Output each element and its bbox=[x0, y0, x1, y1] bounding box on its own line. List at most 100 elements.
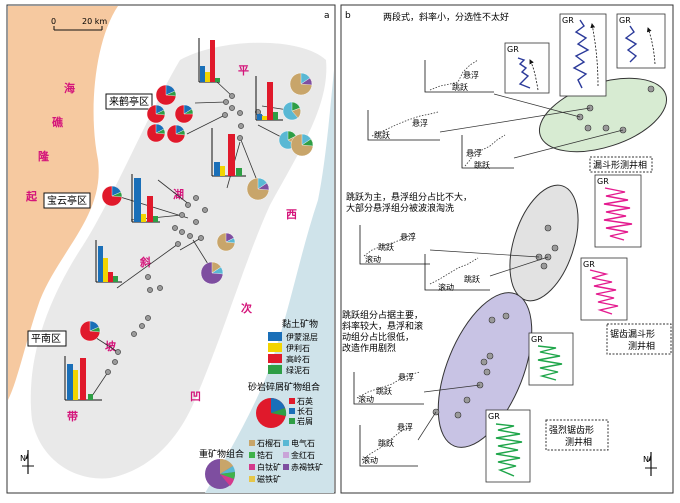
region-pingnan: 平南区 bbox=[31, 332, 61, 345]
legend-clay-illite-smectite: 伊蒙混层 bbox=[286, 332, 318, 342]
legend-heavy-zircon: 锆石 bbox=[257, 450, 273, 460]
panel-b-letter: b bbox=[345, 11, 351, 21]
legend-sand-lithic: 岩屑 bbox=[297, 416, 313, 426]
plot2-float: 悬浮 bbox=[412, 118, 428, 128]
heavy-pie-1 bbox=[289, 72, 313, 96]
sand-pie-2 bbox=[146, 104, 166, 124]
gr-label-4: GR bbox=[597, 177, 609, 186]
sand-pie-5 bbox=[166, 124, 186, 144]
note-bot-4: 改造作用剧烈 bbox=[342, 342, 396, 354]
sand-pie-3 bbox=[174, 104, 194, 124]
uplift-char-3: 隆 bbox=[38, 149, 50, 163]
slope-char-1: 平 bbox=[238, 64, 249, 77]
north-label-a: N bbox=[20, 454, 26, 463]
uplift-char-4: 起 bbox=[25, 189, 38, 203]
plot5-roll: 滚动 bbox=[438, 282, 454, 292]
note-bot-3: 动组分占比很低， bbox=[342, 331, 414, 343]
plot6-jump: 跳跃 bbox=[376, 386, 392, 396]
facies-ellipse-serrated-funnel bbox=[509, 184, 579, 302]
heavy-pie-5 bbox=[200, 261, 224, 285]
gr-log-1: GR bbox=[504, 42, 550, 94]
facies-label-serrated-funnel-2: 测井相 bbox=[628, 340, 655, 352]
plot4-jump: 跳跃 bbox=[378, 242, 394, 252]
plot4-float: 悬浮 bbox=[400, 232, 416, 242]
legend-heavy-pie bbox=[205, 458, 236, 489]
gr-label-7: GR bbox=[488, 412, 500, 421]
plot1-float: 悬浮 bbox=[463, 70, 479, 80]
slope-char-5: 带 bbox=[67, 409, 78, 423]
slope-char-2: 湖 bbox=[173, 187, 184, 201]
slope-char-4: 坡 bbox=[105, 339, 117, 353]
sand-pie-7 bbox=[79, 320, 101, 342]
heavy-pie-3 bbox=[246, 177, 270, 201]
legend-heavy-magnetite: 磁铁矿 bbox=[257, 474, 281, 484]
clay-bar-chart-6 bbox=[64, 356, 102, 401]
clay-bar-chart-1 bbox=[198, 38, 220, 83]
scale-zero: 0 bbox=[51, 17, 56, 26]
note-bot-1: 跳跃组分占据主要， bbox=[342, 309, 423, 321]
facies-box-funnel bbox=[589, 156, 653, 173]
gr-label-1: GR bbox=[507, 45, 519, 54]
clay-bar-chart-4 bbox=[131, 174, 160, 223]
plot6-roll: 滚动 bbox=[358, 394, 374, 404]
note-top: 两段式，斜率小，分选性不太好 bbox=[383, 11, 509, 23]
gr-log-2: GR bbox=[559, 13, 607, 97]
prob-plots bbox=[353, 59, 514, 467]
gr-log-6: GR bbox=[528, 332, 574, 386]
scale-text: 20 km bbox=[82, 17, 107, 26]
clay-bar-chart-5 bbox=[95, 240, 122, 283]
connector-lines bbox=[417, 93, 624, 441]
uplift-char-1: 海 bbox=[64, 81, 75, 95]
sand-pie-6 bbox=[101, 185, 123, 207]
gr-label-3: GR bbox=[619, 16, 631, 25]
legend-clay-title: 黏土矿物 bbox=[282, 318, 318, 330]
region-laiheting: 来鹤亭区 bbox=[109, 95, 149, 108]
region-box-baoyunting bbox=[43, 192, 91, 209]
panel-a: a 0 20 km 海 礁 隆 起 平 湖 斜 坡 带 西 次 凹 bbox=[6, 4, 336, 494]
panel-b: b 两段式，斜率小，分选性不太好 跳跃为主，悬浮组分占比不大， 大部分悬浮组分被… bbox=[340, 4, 674, 494]
slope-char-3: 斜 bbox=[139, 255, 151, 269]
plot3-float: 悬浮 bbox=[466, 148, 482, 158]
legend: 黏土矿物 伊蒙混层 伊利石 高岭石 绿泥石 砂岩碎屑矿物组合 石英 长石 岩屑 … bbox=[199, 318, 323, 489]
slope-area bbox=[30, 42, 327, 479]
plot7-roll: 滚动 bbox=[362, 455, 378, 465]
legend-sand-pie bbox=[256, 398, 287, 428]
facies-label-strong-serrated-2: 测井相 bbox=[565, 436, 592, 448]
gr-label-2: GR bbox=[562, 16, 574, 25]
plot6-float: 悬浮 bbox=[398, 372, 414, 382]
legend-heavy-limonite: 赤褐铁矿 bbox=[291, 462, 323, 472]
plot5-jump: 跳跃 bbox=[464, 274, 480, 284]
gr-label-6: GR bbox=[531, 335, 543, 344]
note-mid-2: 大部分悬浮组分被波浪淘洗 bbox=[346, 202, 454, 214]
scale-bar: 0 20 km bbox=[51, 17, 107, 31]
plot3-jump: 跳跃 bbox=[474, 160, 490, 170]
legend-sand-title: 砂岩碎屑矿物组合 bbox=[248, 381, 320, 393]
facies-label-serrated-funnel-1: 锯齿漏斗形 bbox=[610, 328, 655, 340]
legend-heavy-rutile: 金红石 bbox=[291, 450, 315, 460]
clay-bar-chart-3 bbox=[211, 128, 246, 177]
sand-pie-4 bbox=[146, 123, 166, 143]
depression-char-3: 凹 bbox=[190, 390, 201, 403]
plot4-roll: 滚动 bbox=[365, 254, 381, 264]
region-box-laiheting bbox=[105, 93, 153, 110]
north-arrow-icon-a: N bbox=[20, 450, 34, 474]
plot7-jump: 跳跃 bbox=[378, 438, 394, 448]
legend-clay-chlorite: 绿泥石 bbox=[286, 366, 310, 375]
gr-log-4: GR bbox=[594, 174, 642, 248]
legend-heavy-garnet: 石榴石 bbox=[257, 438, 281, 448]
plot2-jump: 跳跃 bbox=[374, 130, 390, 140]
north-label-b: N bbox=[643, 455, 649, 464]
legend-clay-illite: 伊利石 bbox=[286, 343, 310, 353]
region-box-pingnan bbox=[27, 330, 67, 347]
clay-bar-chart-2 bbox=[255, 76, 283, 121]
gr-log-5: GR bbox=[580, 257, 628, 321]
depression-char-1: 西 bbox=[286, 208, 297, 221]
plot7-float: 悬浮 bbox=[397, 422, 413, 432]
legend-sand-feldspar: 长石 bbox=[297, 406, 313, 416]
facies-label-strong-serrated-1: 强烈锯齿形 bbox=[549, 424, 594, 436]
facies-box-serrated-funnel bbox=[606, 323, 672, 355]
gr-label-5: GR bbox=[583, 260, 595, 269]
panel-a-letter: a bbox=[324, 11, 330, 21]
facies-label-funnel: 漏斗形测井相 bbox=[593, 159, 647, 171]
legend-heavy-title: 重矿物组合 bbox=[199, 448, 244, 460]
